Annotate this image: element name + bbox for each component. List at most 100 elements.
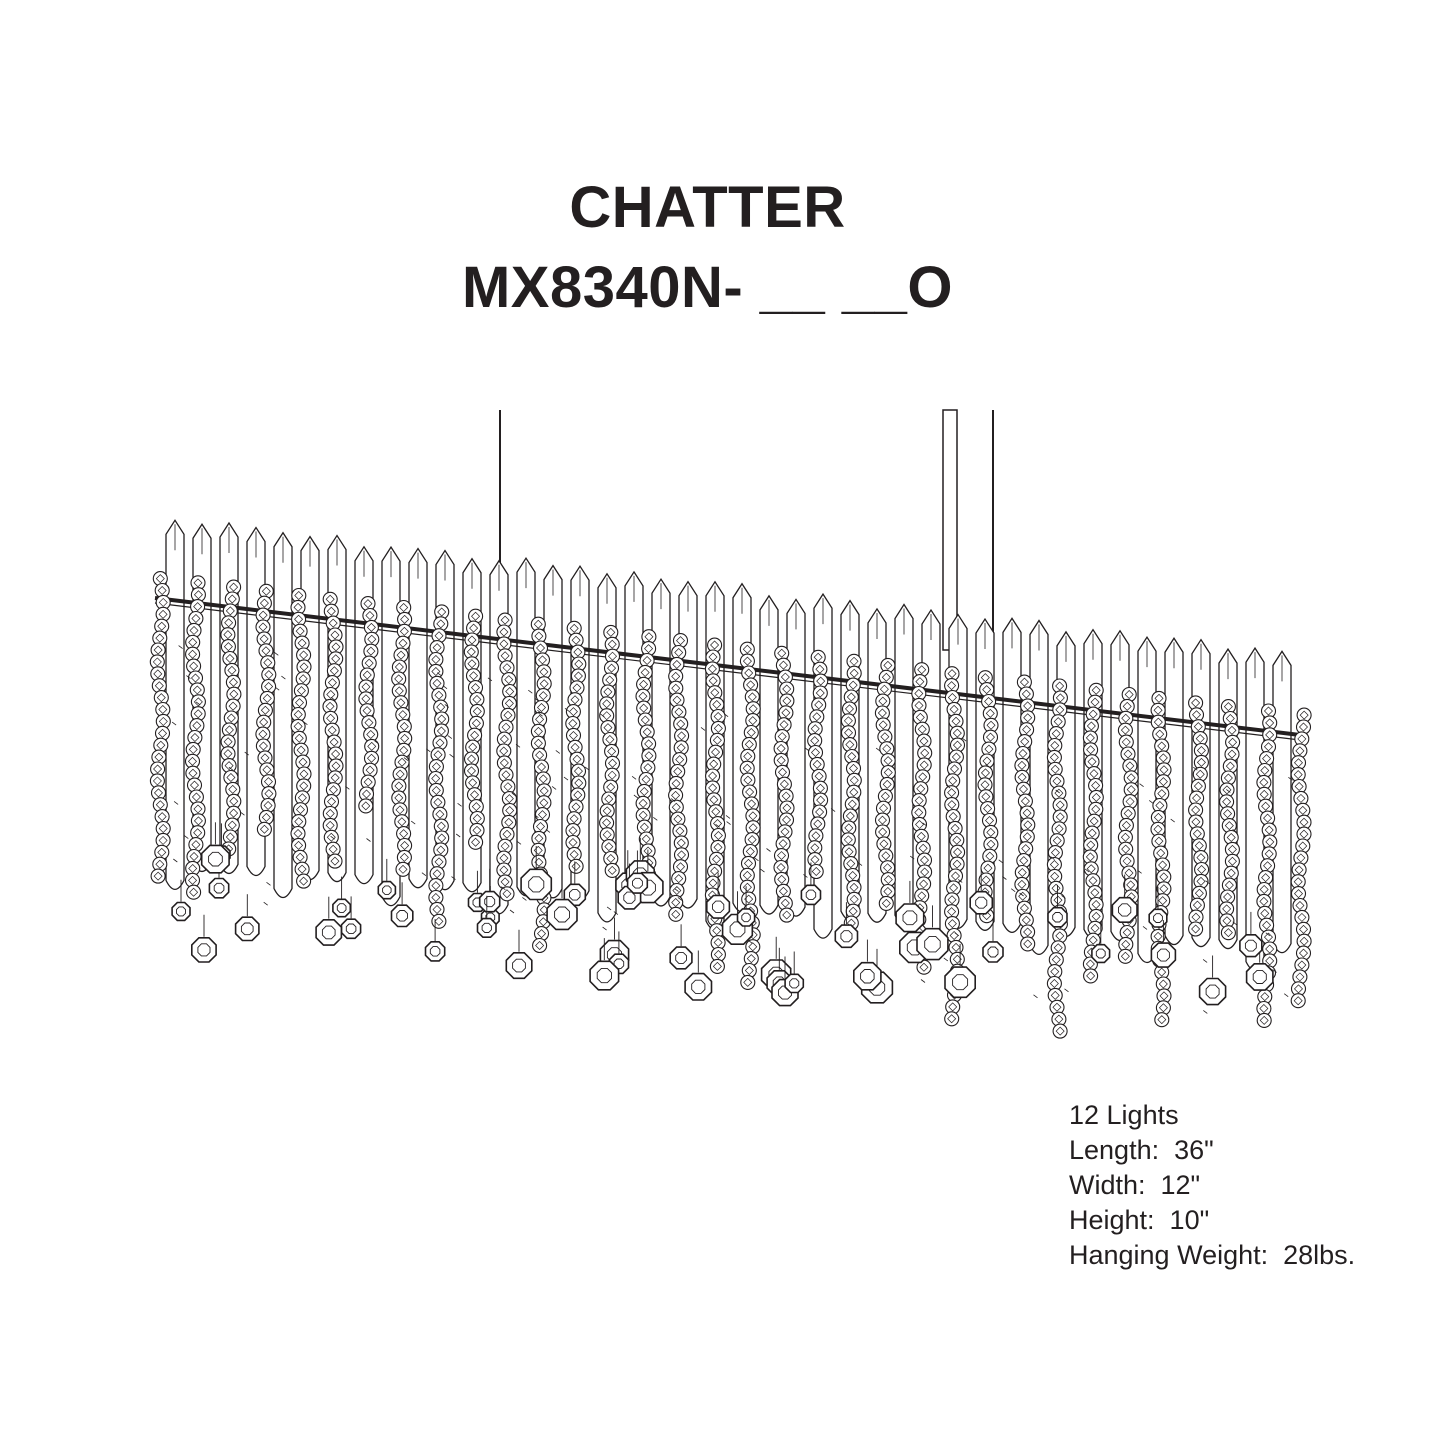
shading-mark (1265, 932, 1271, 937)
crystal-strand (1082, 682, 1104, 984)
shading-mark (1272, 969, 1277, 973)
crystal-drop (200, 844, 230, 874)
spec-length: Length: 36" (1069, 1135, 1214, 1165)
shading-mark (1055, 789, 1060, 794)
chandelier-illustration (149, 409, 1312, 1039)
shading-mark (426, 748, 431, 753)
shading-mark (1283, 993, 1289, 998)
shading-mark (515, 743, 521, 748)
shading-mark (173, 801, 179, 805)
spec-lights: 12 Lights (1069, 1100, 1179, 1130)
crystal-strand (149, 571, 171, 884)
spec-height: Height: 10" (1069, 1205, 1210, 1235)
crystal-strand (1290, 707, 1312, 1009)
crystal-drop (1150, 942, 1177, 968)
crystal-drop (478, 890, 501, 913)
crystal-strand (220, 579, 242, 857)
crystal-drop (520, 868, 553, 901)
shading-mark (1288, 776, 1293, 781)
shading-mark (537, 709, 542, 714)
crystal-drop (852, 961, 882, 991)
shading-mark (725, 815, 731, 819)
crystal-strand (184, 575, 206, 900)
product-title: CHATTER (569, 175, 846, 240)
crystal-spire (165, 519, 185, 891)
crystal-drop (982, 941, 1004, 963)
shading-mark (1002, 876, 1007, 880)
crystal-drop (589, 960, 620, 991)
crystal-drop (332, 898, 352, 918)
shading-mark (184, 835, 189, 839)
crystal-strand (773, 645, 795, 923)
shading-mark (700, 727, 706, 731)
crystal-strand (255, 583, 277, 837)
shading-mark (442, 685, 448, 690)
shading-mark (998, 859, 1003, 864)
crystal-drop (476, 917, 497, 939)
shading-mark (410, 820, 416, 825)
crystal-drop (1047, 906, 1068, 928)
crystal-drop (944, 966, 977, 999)
crystal-strand (1219, 699, 1241, 941)
crystal-strand (704, 637, 726, 974)
shading-mark (516, 840, 522, 845)
shading-mark (1205, 880, 1210, 885)
crystal-drop (505, 951, 533, 980)
crystal-drop (1245, 962, 1274, 991)
shading-mark (602, 926, 607, 931)
shading-mark (909, 855, 915, 860)
shading-mark (186, 675, 191, 679)
shading-mark (538, 712, 543, 717)
shading-mark (985, 763, 990, 768)
crystal-drops (171, 822, 1274, 1007)
shading-mark (1084, 868, 1090, 873)
crystal-strand (290, 587, 312, 889)
shading-mark (961, 737, 967, 742)
shading-mark (1142, 926, 1148, 930)
shading-mark (785, 717, 790, 722)
crystal-drop (340, 918, 362, 940)
shading-mark (564, 707, 570, 712)
crystal-strand (358, 596, 380, 814)
crystal-drop (800, 884, 822, 906)
shading-mark (447, 735, 453, 739)
crystal-strand (668, 633, 690, 922)
crystal-drop (190, 936, 217, 963)
shading-mark (920, 979, 926, 983)
shading-mark (957, 879, 963, 883)
shading-mark (328, 756, 333, 761)
shading-mark (178, 645, 183, 649)
shading-mark (754, 857, 759, 862)
crystal-spire (273, 531, 293, 899)
crystal-spire (381, 545, 401, 907)
shading-mark (1050, 856, 1055, 860)
crystal-strand (1014, 674, 1036, 952)
crystal-drop (834, 924, 859, 949)
spec-list: 12 Lights Length: 36" Width: 12" Height:… (1069, 1098, 1429, 1273)
shading-mark (1203, 1010, 1208, 1014)
crystal-strand (496, 612, 518, 902)
crystal-drop (1239, 933, 1263, 958)
shading-mark (545, 829, 551, 833)
shading-mark (631, 775, 637, 780)
shading-mark (804, 747, 810, 752)
crystal-spire (786, 598, 806, 917)
shading-mark (274, 686, 280, 691)
shading-mark (613, 911, 619, 915)
shading-mark (1226, 789, 1231, 793)
shading-mark (954, 932, 960, 937)
shading-mark (271, 786, 276, 791)
shading-mark (1170, 818, 1175, 823)
crystal-drop (626, 872, 649, 894)
crystal-drop (969, 890, 994, 915)
shading-mark (584, 766, 590, 771)
shading-mark (922, 822, 927, 827)
shading-mark (766, 848, 771, 852)
shading-mark (563, 776, 569, 781)
shading-mark (726, 821, 731, 825)
crystal-drop (895, 903, 925, 933)
crystal-strand (1188, 695, 1210, 937)
shading-mark (330, 835, 335, 840)
crystal-drop (736, 908, 756, 927)
shading-mark (852, 807, 857, 812)
